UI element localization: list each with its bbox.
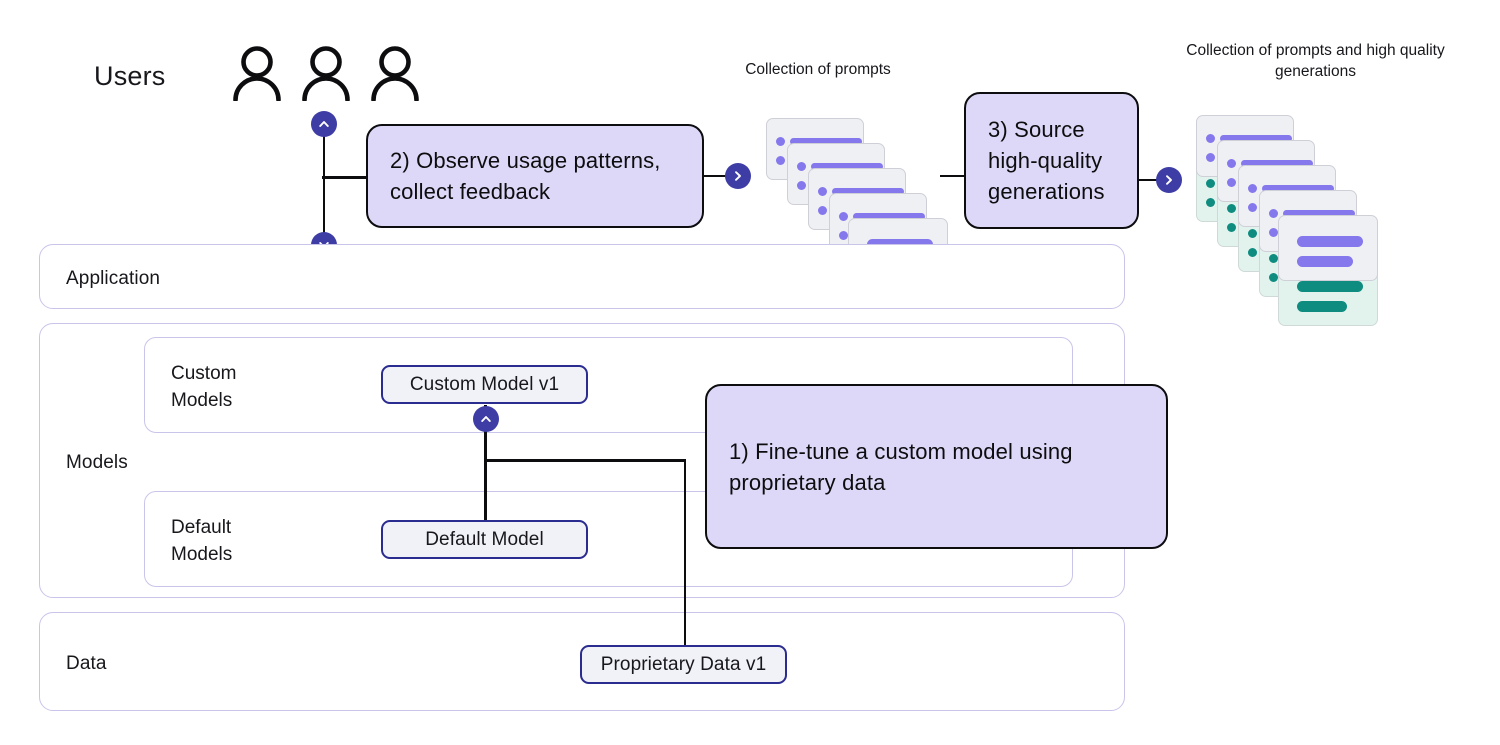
prompts-stack (766, 118, 948, 284)
layer-application-label: Application (66, 268, 161, 289)
connector-branch-to-data (683, 459, 687, 647)
person-icon (232, 46, 282, 106)
node-custom-model-v1[interactable]: Custom Model v1 (381, 365, 588, 404)
card-dot (1206, 198, 1215, 207)
node-custom-model-v1-label: Custom Model v1 (409, 373, 560, 395)
card-dot (1269, 273, 1278, 282)
card-dot (818, 206, 827, 215)
prompts-and-generations-stack (1196, 115, 1396, 326)
card-bar (832, 188, 904, 195)
generations-stack-caption: Collection of prompts and high quality g… (1186, 42, 1445, 80)
card-dot (776, 156, 785, 165)
chevron-up-badge-custom-model (473, 406, 499, 432)
callout-step-1-text: 1) Fine-tune a custom model using propri… (729, 438, 1073, 495)
node-proprietary-data-v1[interactable]: Proprietary Data v1 (580, 645, 787, 684)
card-dot (1206, 179, 1215, 188)
card-dot (1227, 204, 1236, 213)
card-bar (811, 163, 883, 170)
card-dot (1248, 248, 1257, 257)
card-bar (1297, 256, 1353, 267)
connector-custom-to-default (484, 405, 487, 529)
layer-application (39, 244, 1125, 309)
card-bar (1297, 281, 1363, 292)
card-dot (797, 162, 806, 171)
chevron-up-badge-users (311, 111, 337, 137)
callout-step-1: 1) Fine-tune a custom model using propri… (705, 384, 1168, 549)
card-bar (1241, 160, 1313, 167)
connector-branch-horizontal (484, 459, 686, 462)
connector-to-step2 (322, 176, 366, 179)
card-bar (1262, 185, 1334, 192)
card-dot (1248, 184, 1257, 193)
card-dot (1269, 209, 1278, 218)
card-bar (1297, 301, 1347, 312)
node-default-model-label: Default Model (425, 528, 544, 550)
connector-step2-to-prompts (704, 174, 730, 178)
callout-step-3-text: 3) Source high-quality generations (988, 117, 1105, 204)
users-label: Users (94, 61, 166, 91)
layer-models-label: Models (66, 452, 128, 473)
card-dot (839, 212, 848, 221)
prompts-stack-caption: Collection of prompts (745, 61, 891, 78)
sublayer-default-models-label: Default Models (171, 517, 233, 565)
connector-prompts-to-step3 (940, 174, 966, 178)
card-dot (1227, 178, 1236, 187)
card-dot (1227, 223, 1236, 232)
callout-step-2: 2) Observe usage patterns, collect feedb… (366, 124, 704, 228)
sublayer-custom-models-label: Custom Models (171, 363, 237, 411)
card-dot (1227, 159, 1236, 168)
card-dot (797, 181, 806, 190)
prompt-card-front (1278, 215, 1378, 281)
connector-step3-to-generations (1138, 178, 1162, 182)
card-dot (776, 137, 785, 146)
card-dot (1206, 153, 1215, 162)
callout-step-3: 3) Source high-quality generations (964, 92, 1139, 229)
card-dot (839, 231, 848, 240)
card-dot (818, 187, 827, 196)
person-icon (301, 46, 351, 106)
card-bar (1283, 210, 1355, 217)
card-dot (1269, 228, 1278, 237)
card-dot (1269, 254, 1278, 263)
card-bar (853, 213, 925, 220)
person-icon (370, 46, 420, 106)
callout-step-2-text: 2) Observe usage patterns, collect feedb… (390, 148, 661, 204)
card-dot (1248, 203, 1257, 212)
card-bar (1220, 135, 1292, 142)
chevron-right-badge-step3[interactable] (1156, 167, 1182, 193)
card-dot (1206, 134, 1215, 143)
card-bar (1297, 236, 1363, 247)
node-default-model[interactable]: Default Model (381, 520, 588, 559)
card-bar (790, 138, 862, 145)
node-proprietary-data-v1-label: Proprietary Data v1 (600, 653, 767, 675)
connector-users-application (322, 124, 326, 248)
chevron-right-badge-step2[interactable] (725, 163, 751, 189)
layer-data-label: Data (66, 653, 107, 674)
card-dot (1248, 229, 1257, 238)
